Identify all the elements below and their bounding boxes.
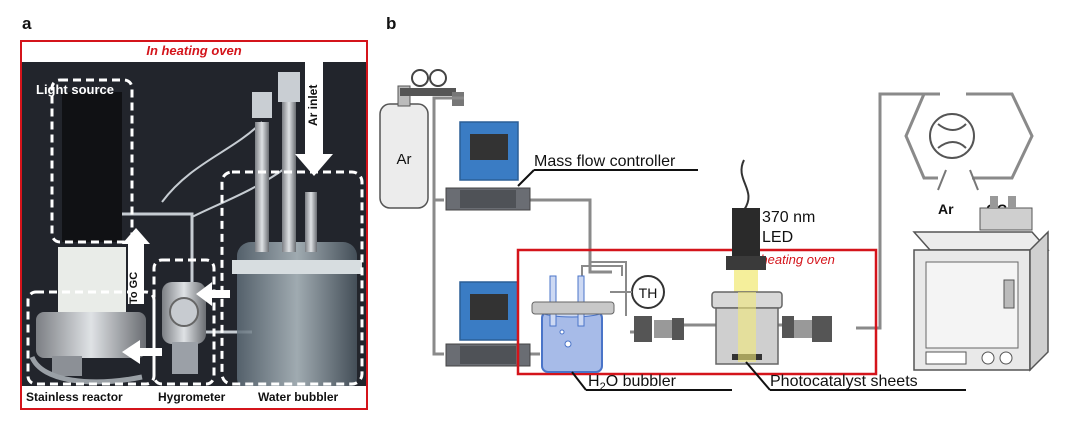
gc-instrument (912, 196, 1050, 372)
mfc-label: Mass flow controller (534, 153, 676, 170)
to-gc-arrow (122, 228, 150, 244)
photo-illustration (22, 42, 366, 408)
ar-cylinder-label: Ar (397, 151, 412, 168)
h2o-bubbler (531, 275, 615, 373)
panel-a-letter: a (22, 14, 32, 33)
left-connector (634, 316, 684, 342)
label-stainless-reactor: Stainless reactor (26, 390, 123, 404)
label-light-source: Light source (36, 82, 115, 97)
bubbler-outline (220, 170, 364, 386)
oven-label: In heating oven (746, 252, 835, 267)
th-label: TH (639, 285, 658, 301)
h2o-bubbler-label: H2O bubbler (588, 373, 677, 393)
led-label-line1: 370 nm (762, 209, 815, 226)
label-water-bubbler: Water bubbler (258, 390, 339, 404)
lamp-diffuser (58, 247, 126, 317)
oven-title: In heating oven (22, 42, 366, 62)
oven-box (516, 248, 878, 376)
right-connector (782, 316, 832, 342)
label-ar-inlet: Ar inlet (306, 84, 320, 126)
ar-inlet-arrow (295, 42, 333, 176)
lamp-housing (62, 92, 122, 242)
photo-panel: In heating oven Light source Ar inlet To… (20, 40, 368, 410)
label-to-gc: To GC (128, 271, 140, 304)
reactor-outline (26, 290, 156, 386)
valve-ar-label: Ar (938, 201, 954, 217)
hygrometer-outline (152, 258, 216, 386)
photo-reactor (711, 291, 783, 365)
bubbler-vessel (237, 242, 357, 392)
schematic-diagram: Ar Mass flow controller In heating oven (379, 69, 1050, 393)
gc-valve (929, 113, 979, 191)
light-source-outline (50, 78, 134, 244)
reactor-body (36, 312, 146, 358)
led-label-line2: LED (762, 229, 793, 246)
flow-arrow-hygrometer (196, 282, 230, 306)
flow-arrow-left (122, 340, 162, 364)
label-hygrometer: Hygrometer (158, 390, 226, 404)
panel-b-letter: b (386, 14, 397, 33)
mfc-lower (445, 281, 531, 367)
ar-cylinder: Ar (379, 69, 464, 209)
mfc-upper (445, 121, 531, 211)
photocatalyst-label: Photocatalyst sheets (770, 373, 918, 390)
